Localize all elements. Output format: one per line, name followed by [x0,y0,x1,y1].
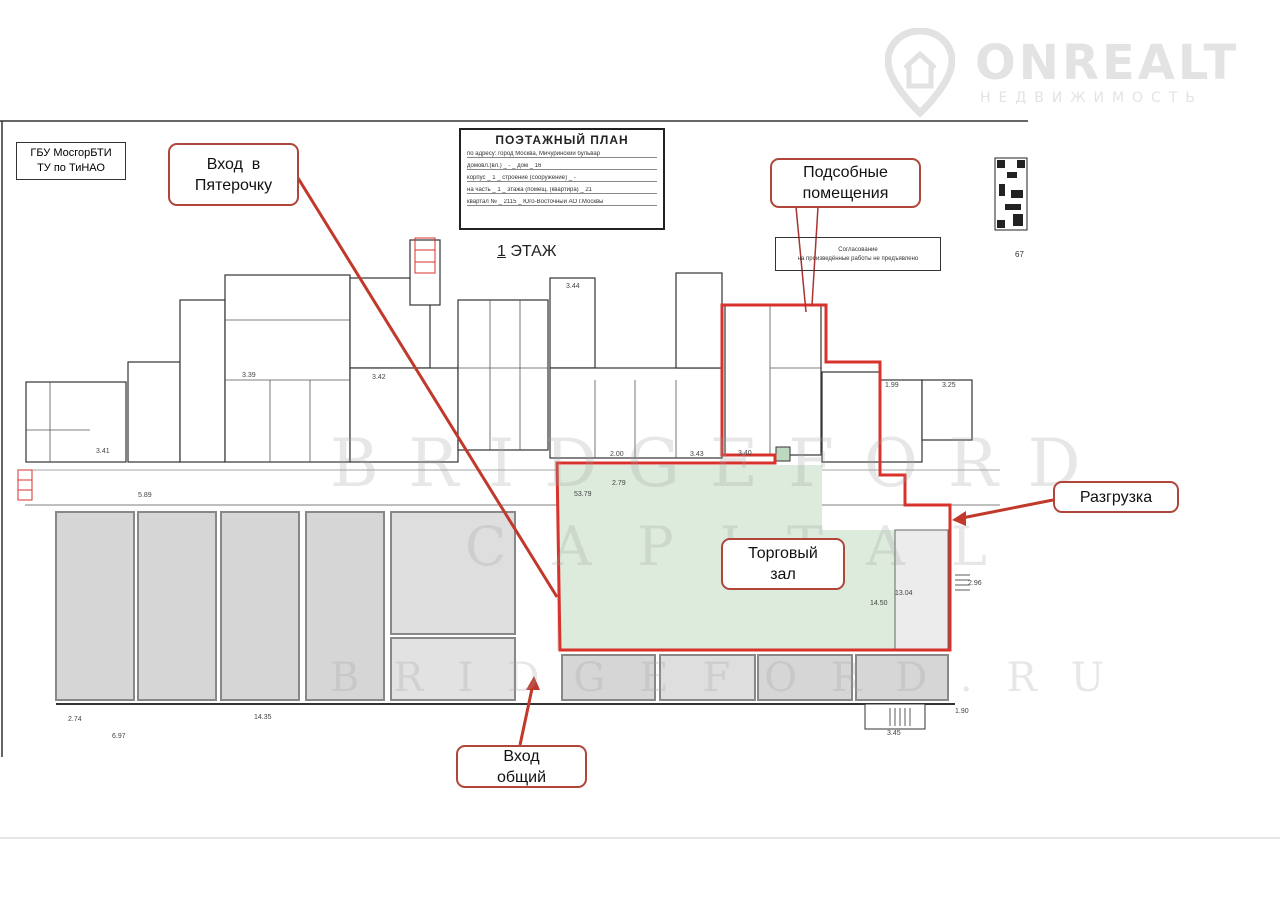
title-row: на часть _ 1 _ этажа (помещ. (квартира) … [467,187,657,194]
callout-sales-hall: Торговый зал [721,538,845,590]
callout-unloading: Разгрузка [1053,481,1179,513]
plan-title-block: ПОЭТАЖНЫЙ ПЛАН по адресу: город Москва, … [459,128,665,230]
stairs-icon [889,574,970,726]
callout-text: помещения [802,185,889,202]
sheet-number: 67 [1015,250,1024,259]
dimension-label: 2.00 [610,451,624,458]
bti-line: ТУ по ТиНАО [37,162,105,174]
upper-rooms [25,239,973,463]
leader-entrance-store [296,177,559,598]
onrealt-watermark: ONREALT [975,35,1240,91]
bridgeford-ru-watermark: BRIDGEFORD.RU [330,655,1139,701]
title-row: квартал № _ 2115 _ Юго-Восточный АО г.Мо… [467,199,657,206]
shop-units [55,511,949,701]
dimension-label: 53.79 [574,491,592,498]
room-partitions [25,300,1000,506]
dimension-label: 5.89 [138,492,152,499]
leader-main-entrance [518,683,535,746]
dimension-label: 14.50 [870,600,888,607]
bti-line: ГБУ МосгорБТИ [30,147,112,159]
dimension-label: 3.45 [887,730,901,737]
dimension-label: 13.04 [895,590,913,597]
leader-utility-1 [795,206,807,313]
approval-line: Согласование [838,247,878,253]
callout-main-entrance: Вход общий [456,745,587,788]
dimension-label: 14.35 [254,714,272,721]
dimension-label: 1.90 [955,708,969,715]
qr-code-icon [994,157,1028,231]
dimension-label: 3.40 [738,450,752,457]
leader-unloading [961,498,1054,520]
dimension-label: 3.44 [566,283,580,290]
callout-store-entrance: Вход в Пятерочку [168,143,299,206]
callout-text: зал [770,566,796,583]
approval-note: Согласование на произведённые работы не … [775,237,941,271]
dimension-label: 2.74 [68,716,82,723]
bridgeford-watermark: BRIDGEFORD [330,425,1111,502]
dimension-label: 3.39 [242,372,256,379]
callout-text: Вход [503,747,540,765]
approval-line: на произведённые работы не предъявлено [797,256,919,262]
dimension-label: 3.41 [96,448,110,455]
plan-title: ПОЭТАЖНЫЙ ПЛАН [495,133,629,147]
dimension-label: 3.25 [942,382,956,389]
leased-area-outline [555,303,952,652]
arrow-head-icon [952,511,966,526]
onrealt-subtitle-watermark: НЕДВИЖИМОСТЬ [980,90,1203,106]
callout-text: Пятерочку [194,176,273,194]
callout-text: общий [496,768,547,786]
arrow-head-icon [526,676,540,690]
title-row: домовл.(вл.) _ - _ дом _ 16 [467,163,657,170]
bti-stamp: ГБУ МосгорБТИ ТУ по ТиНАО [16,142,126,180]
leader-utility-2 [811,206,819,306]
red-stair-left [17,469,33,501]
red-stair-top [414,237,436,274]
callout-text: Подсобные [803,164,888,181]
onrealt-logo-icon [885,28,955,118]
title-row: корпус _ 1 _ строение (сооружение) _ - [467,175,657,182]
title-row: по адресу: город Москва, Мичуринский бул… [467,151,657,158]
sales-hall-side [894,529,949,651]
dimension-label: 1.99 [885,382,899,389]
floor-heading: 1 ЭТАЖ [497,243,557,261]
dimension-label: 2.79 [612,480,626,487]
dimension-label: 6.97 [112,733,126,740]
floor-label: ЭТАЖ [510,243,557,260]
dimension-label: 2.96 [968,580,982,587]
callout-text: Торговый [748,545,818,562]
callout-utility-rooms: Подсобные помещения [770,158,921,208]
callout-text: Разгрузка [1079,488,1153,506]
callout-text: Вход в [206,155,261,173]
dimension-label: 3.42 [372,374,386,381]
floor-number: 1 [497,243,506,260]
dimension-label: 3.43 [690,451,704,458]
